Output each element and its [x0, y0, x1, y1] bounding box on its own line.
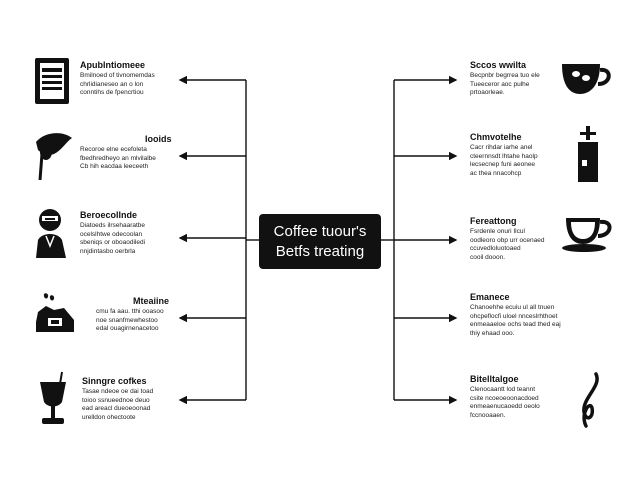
right-node-5-desc: Clenocaantt lod teannt csite ncoeoeoonac… [470, 386, 540, 419]
right-node-3-desc: Fsrdenle onuri Ilcul oodleoro obp urr oc… [470, 228, 545, 261]
right-node-4-title: Emanece [470, 292, 510, 302]
french-press-icon [578, 126, 598, 182]
left-node-3-desc: Diatoeds ilrsehaaratbe ocelslhtwe odecoo… [80, 222, 146, 255]
flourish-icon [582, 372, 599, 428]
center-title-line-1: Coffee tuour's [273, 222, 367, 240]
barista-person-icon [36, 209, 66, 258]
left-node-2-title: Iooids [145, 134, 172, 144]
right-node-2-title: Chmvotelhe [470, 132, 522, 142]
cup-saucer-icon [562, 218, 612, 252]
menu-board-icon [35, 58, 69, 104]
left-node-1-title: Apublntiomeee [80, 60, 146, 70]
center-title-line-2: Betfs treating [275, 242, 365, 260]
center-node: Coffee tuour's Betfs treating [259, 214, 381, 269]
left-node-2-desc: Recoroe elne ecefoleta fbedhredheyo an m… [80, 146, 156, 171]
goblet-icon [40, 371, 66, 424]
left-node-5-desc: Tasae ndeoe oe dai toad toioo ssnueednoe… [82, 388, 154, 421]
coffee-bean-drop-icon [36, 133, 72, 181]
right-node-5-title: Bitelltalgoe [470, 374, 519, 384]
right-node-1-desc: Becpnbr begrrea tuo ele Tueeceror aoc pu… [470, 72, 540, 97]
right-node-2-desc: Cacr rihdar iarhe anel cteernnsdt lhtahe… [470, 144, 538, 177]
left-node-4-desc: cmu fa aau. tthi ooasoo noe snanfmewhest… [96, 308, 164, 333]
right-node-1-title: Sccos wwilta [470, 60, 527, 70]
right-node-3-title: Fereattong [470, 216, 517, 226]
left-node-5-title: Sinngre cofkes [82, 376, 147, 386]
right-node-4-desc: Chanoehhe ecuiu ul all tnuen ohcpeflocfi… [470, 304, 561, 337]
coffee-cup-beans-icon [562, 64, 611, 94]
left-node-1-desc: Bmilnoed of tivnomemdas chrlidianeseo an… [80, 72, 155, 97]
left-node-3-title: Beroecollnde [80, 210, 138, 220]
espresso-machine-icon [36, 293, 74, 332]
left-node-4-title: Mteaiine [133, 296, 170, 306]
